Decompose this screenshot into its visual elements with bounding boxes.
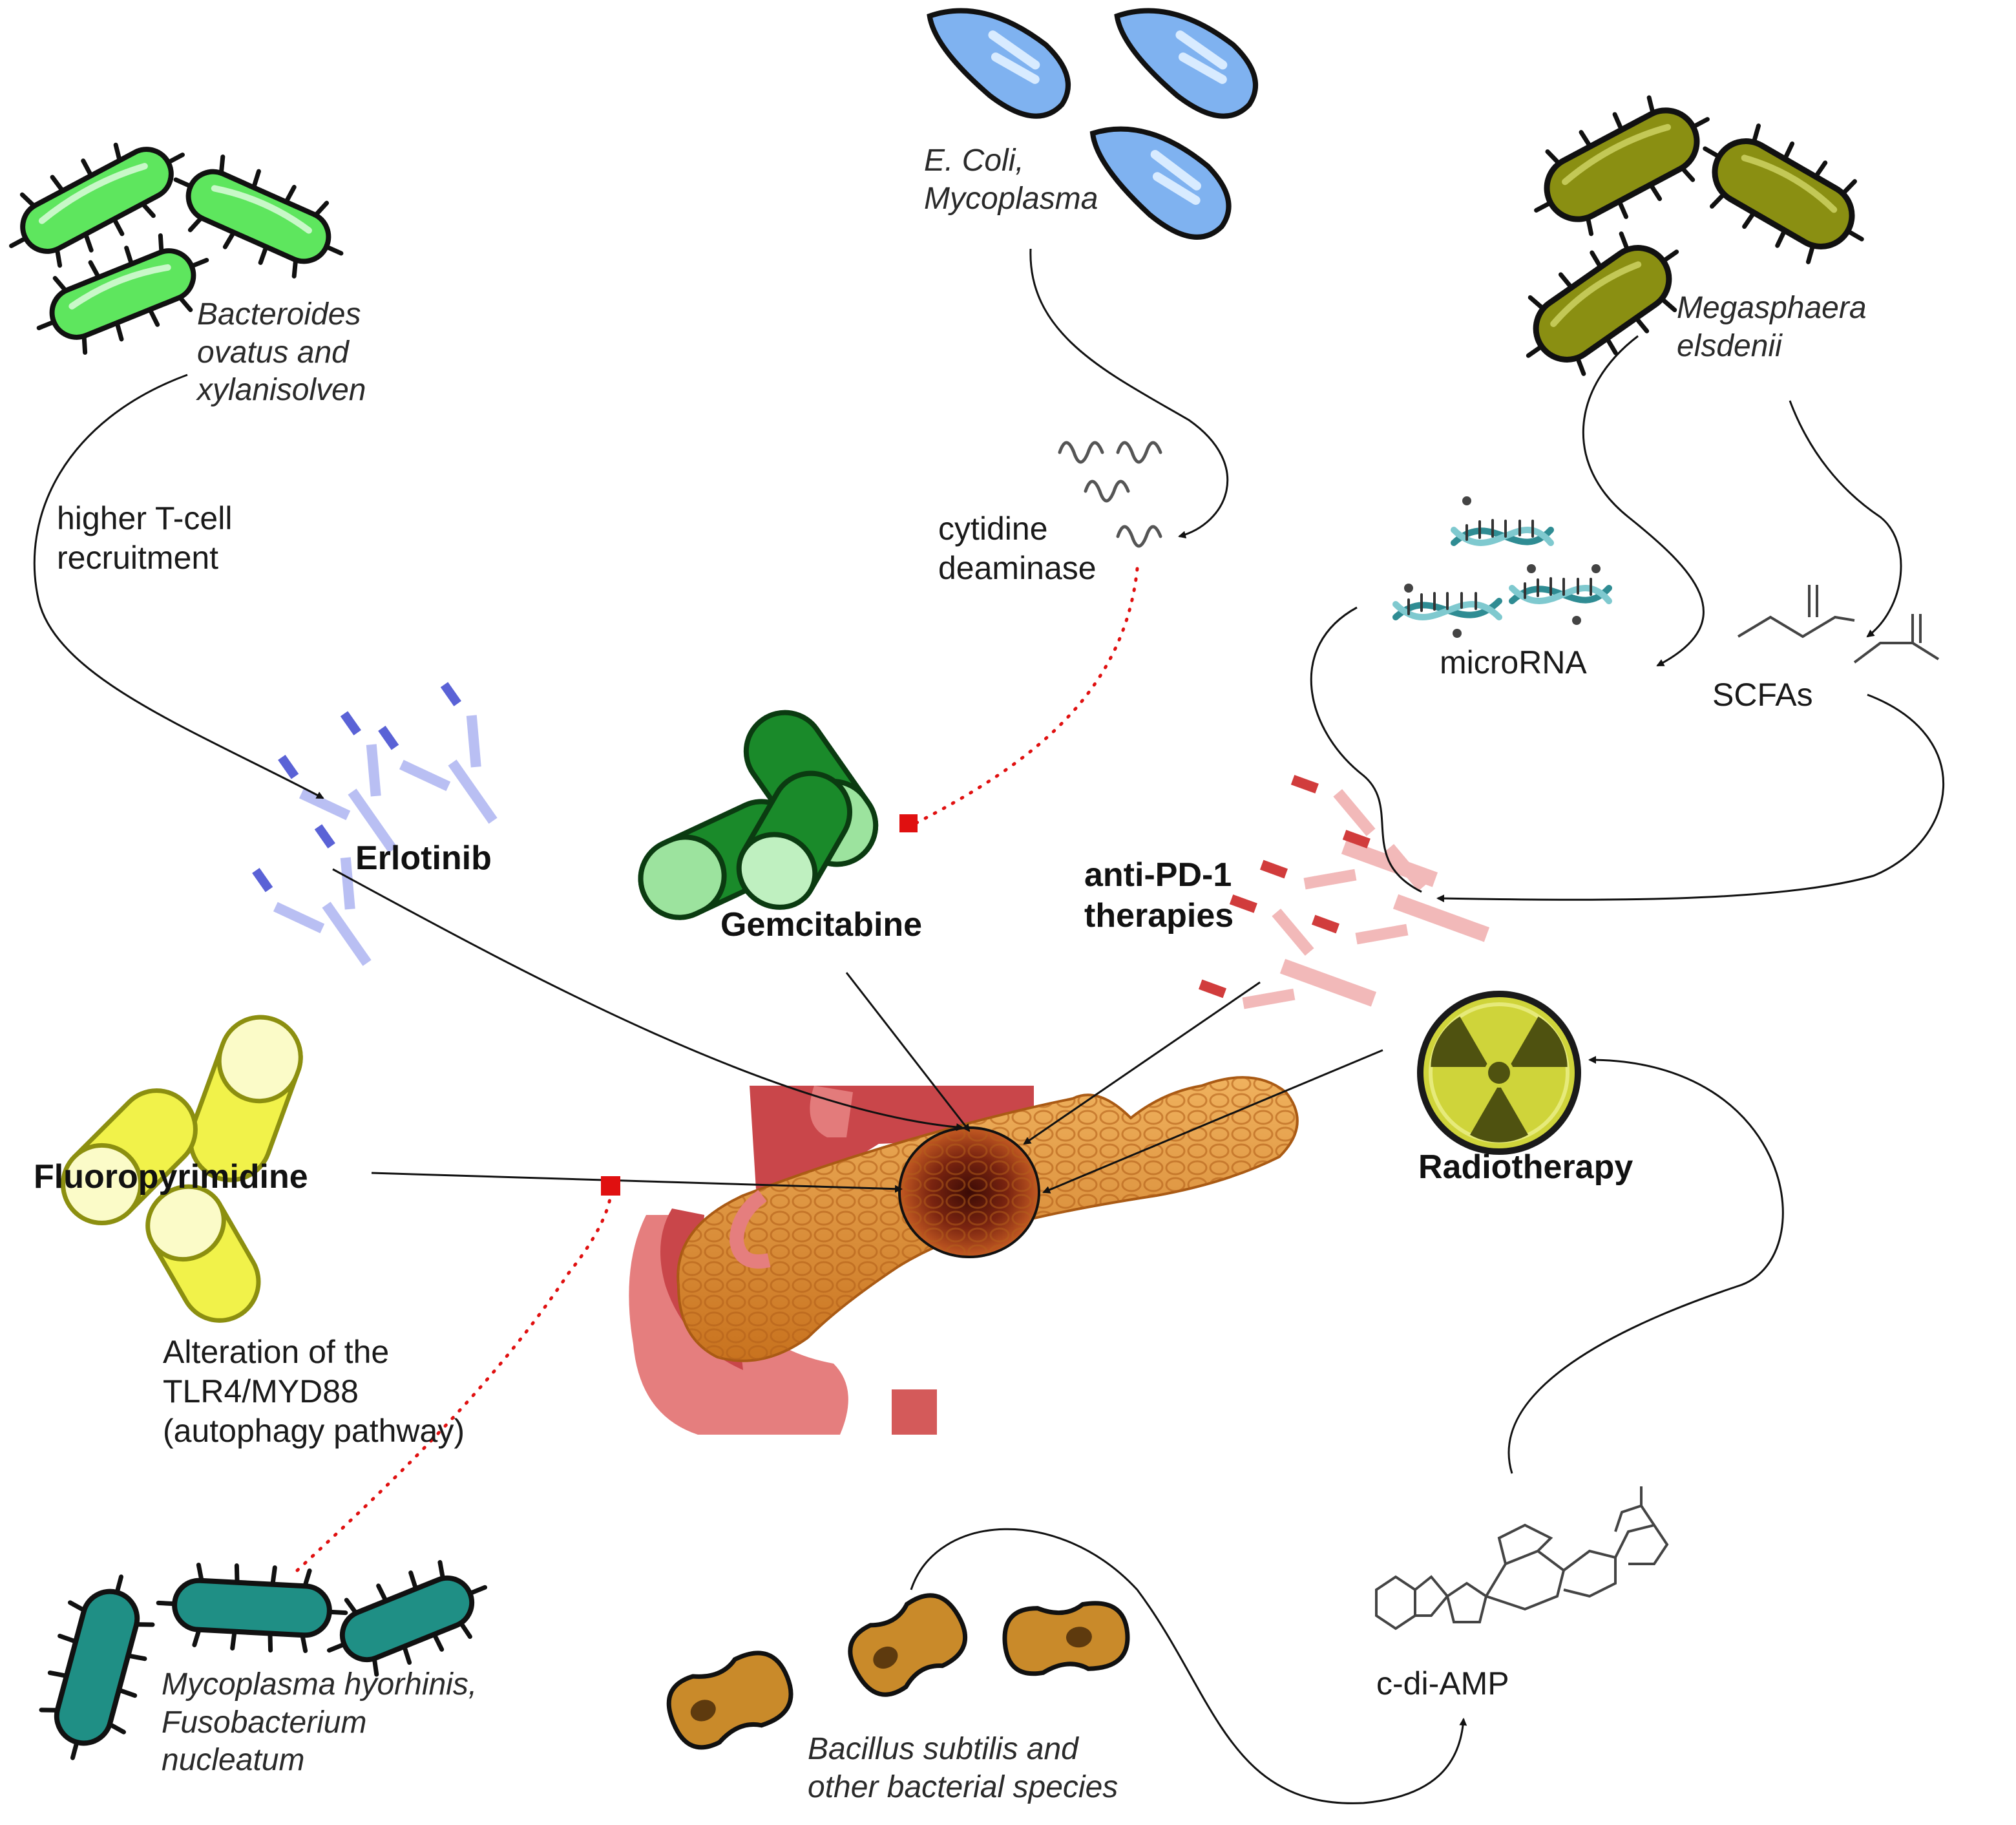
- fusobacterium-bacteria-icon: [39, 1560, 488, 1760]
- cytidine-label-line-2: deaminase: [938, 550, 1097, 586]
- bacillus-label-line-1: Bacillus subtilis and: [808, 1732, 1078, 1766]
- mycoplasma-label-line-1: Mycoplasma hyorhinis,: [162, 1667, 478, 1702]
- microrna-nucleotide-dots-icon: [1404, 496, 1601, 638]
- bacillus-label: Bacillus subtilis and other bacterial sp…: [808, 1731, 1118, 1806]
- megasphaera-bacteria-icon: [1526, 95, 1864, 376]
- ecoli-bacteria-icon: [927, 8, 1258, 240]
- mycoplasma-fusobacterium-label: Mycoplasma hyorhinis, Fusobacterium nucl…: [162, 1666, 477, 1780]
- bacteroides-label-line-2: ovatus and: [197, 335, 349, 370]
- fluoropyrimidine-label: Fluoropyrimidine: [34, 1158, 308, 1196]
- mycoplasma-label-line-3: nucleatum: [162, 1743, 305, 1778]
- arrow-cdiamp-to-radiotherapy: [1507, 1056, 1784, 1474]
- tlr4-label-line-3: (autophagy pathway): [163, 1413, 465, 1449]
- anti-pd1-label: anti-PD-1 therapies: [1084, 855, 1234, 937]
- radiotherapy-label: Radiotherapy: [1418, 1148, 1633, 1186]
- c-di-amp-label: c-di-AMP: [1376, 1665, 1509, 1702]
- inhibition-marker-gemcitabine: [899, 814, 918, 832]
- ecoli-label-line-2: Mycoplasma: [924, 181, 1098, 216]
- anti-pd1-label-line-1: anti-PD-1: [1084, 856, 1232, 894]
- erlotinib-antibody-icon: [252, 682, 498, 966]
- tcell-label-line-1: higher T-cell: [57, 500, 233, 536]
- tumor-icon: [898, 1126, 1040, 1258]
- cytidine-deaminase-enzyme-icon: [1058, 441, 1162, 548]
- microrna-label: microRNA: [1440, 644, 1587, 680]
- scfas-label: SCFAs: [1712, 677, 1813, 713]
- arrow-ecoli-to-cytidine: [1029, 248, 1229, 539]
- fluoropyrimidine-capsule-icon: [61, 1015, 303, 1323]
- tcell-label-line-2: recruitment: [57, 540, 219, 576]
- megasphaera-label-line-1: Megasphaera: [1677, 291, 1867, 325]
- tlr4-label-line-1: Alteration of the: [163, 1334, 390, 1370]
- bacillus-bacteria-icon: [666, 1593, 1130, 1750]
- arrow-scfa-to-antipd1: [1436, 693, 1945, 903]
- tcell-recruitment-label: higher T-cell recruitment: [57, 499, 232, 578]
- arrow-bacteroides-to-erlotinib: [33, 374, 324, 799]
- bacteroides-label-line-3: xylanisolven: [197, 373, 366, 408]
- microrna-helix-icon: [1392, 519, 1612, 620]
- ecoli-label-line-1: E. Coli,: [924, 143, 1024, 178]
- arrow-fluoropyrimidine-to-tumor: [371, 1172, 903, 1193]
- arrow-megasphaera-to-microrna: [1582, 335, 1705, 667]
- megasphaera-label-line-2: elsdenii: [1677, 328, 1782, 363]
- tlr4-myd88-label: Alteration of the TLR4/MYD88 (autophagy …: [163, 1333, 465, 1451]
- anti-pd1-label-line-2: therapies: [1084, 897, 1234, 935]
- cytidine-label-line-1: cytidine: [938, 511, 1048, 547]
- mycoplasma-label-line-2: Fusobacterium: [162, 1705, 367, 1740]
- inhibition-connectors: [295, 567, 1139, 1572]
- inhibition-marker-fluoropyrimidine: [601, 1176, 620, 1196]
- arrow-bacillus-to-cdiamp: [910, 1528, 1467, 1804]
- connector-arrows: [33, 248, 1945, 1804]
- cytidine-deaminase-label: cytidine deaminase: [938, 509, 1097, 588]
- gemcitabine-capsule-icon: [638, 710, 879, 920]
- arrow-megasphaera-to-scfa: [1789, 400, 1902, 638]
- arrow-erlotinib-to-tumor: [332, 868, 964, 1132]
- arrow-gemcitabine-to-tumor: [845, 972, 971, 1132]
- arrow-microrna-to-antipd1: [1310, 606, 1422, 893]
- ecoli-label: E. Coli, Mycoplasma: [924, 142, 1098, 218]
- tlr4-label-line-2: TLR4/MYD88: [163, 1373, 359, 1409]
- arrow-radiotherapy-to-tumor: [1042, 1049, 1383, 1194]
- gemcitabine-label: Gemcitabine: [720, 906, 923, 944]
- bacteroides-label: Bacteroides ovatus and xylanisolven: [197, 296, 366, 410]
- bacteroides-label-line-1: Bacteroides: [197, 297, 361, 332]
- bacillus-label-line-2: other bacterial species: [808, 1769, 1118, 1804]
- bacteroides-bacteria-icon: [9, 142, 344, 355]
- inhibition-cytidine-to-gemcitabine: [912, 567, 1139, 826]
- inhibition-fuso-to-fluoropyrimidine: [295, 1194, 613, 1572]
- arrow-antipd1-to-tumor: [1023, 981, 1261, 1145]
- megasphaera-label: Megasphaera elsdenii: [1677, 290, 1867, 365]
- erlotinib-label: Erlotinib: [355, 839, 492, 877]
- radiation-symbol-icon: [1417, 991, 1581, 1155]
- scfa-chemical-structure-icon: [1737, 585, 1940, 664]
- c-di-amp-structure-icon: [1375, 1486, 1669, 1630]
